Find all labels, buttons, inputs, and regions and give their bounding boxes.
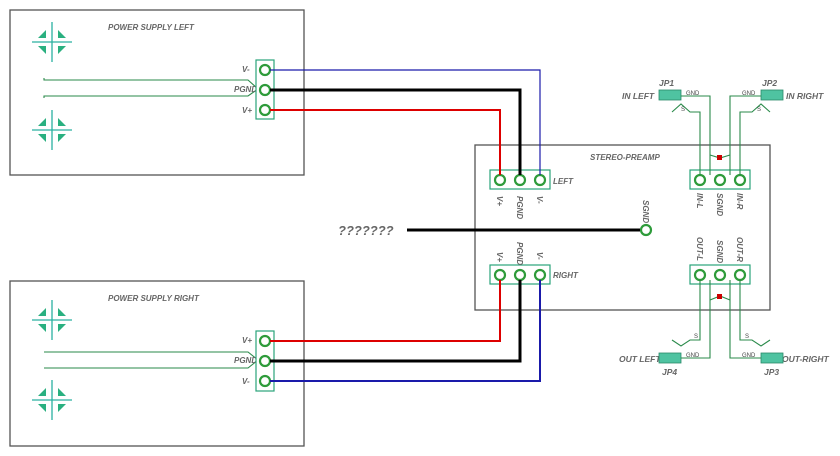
jp1-gnd-label: GND: [686, 91, 700, 97]
input-pin-label: IN-R: [735, 193, 744, 210]
psu-right-module: POWER SUPPLY RIGHT V+ PGND V-: [9, 280, 305, 447]
terminal-pad[interactable]: [513, 173, 527, 187]
psu-left-module: POWER SUPPLY LEFT V- PGND V+: [9, 9, 305, 176]
psu-right-pin-label: V+: [242, 336, 252, 345]
terminal-pad[interactable]: [258, 354, 272, 368]
jp4-gnd-label: GND: [686, 353, 700, 359]
psu-left-pin-label: PGND: [234, 85, 257, 94]
jack-icon[interactable]: [760, 352, 784, 364]
terminal-pad[interactable]: [733, 268, 747, 282]
preamp-left-pin-label: PGND: [515, 196, 524, 219]
bridge-rectifier-icon: [32, 380, 72, 420]
jp2-s-label: S: [757, 107, 761, 113]
ground-junction: [717, 155, 722, 160]
ground-junction: [717, 294, 722, 299]
preamp-right-label: RIGHT: [553, 271, 579, 280]
terminal-pad[interactable]: [733, 173, 747, 187]
terminal-pad[interactable]: [713, 268, 727, 282]
jumper-jp3: OUT-RIGHT JP3 GND S: [729, 280, 830, 377]
psu-right-title: POWER SUPPLY RIGHT: [108, 294, 200, 303]
terminal-pad[interactable]: [258, 83, 272, 97]
jp4-name: JP4: [662, 367, 677, 377]
terminal-pad[interactable]: [693, 173, 707, 187]
wire-ground: [270, 88, 522, 175]
jp1-s-label: S: [681, 107, 685, 113]
terminal-pad[interactable]: [493, 173, 507, 187]
wire-negative: [270, 280, 541, 382]
terminal-pad[interactable]: [693, 268, 707, 282]
wire-negative: [270, 69, 541, 175]
jp4-s-label: S: [694, 334, 698, 340]
jp3-name: JP3: [764, 367, 779, 377]
terminal-pad[interactable]: [513, 268, 527, 282]
preamp-left-pin-label: V-: [535, 196, 544, 204]
jp2-name: JP2: [762, 78, 777, 88]
jp2-label: IN RIGHT: [786, 91, 824, 101]
wire-positive: [270, 109, 501, 175]
jp3-gnd-label: GND: [742, 353, 756, 359]
sgnd-pad[interactable]: [639, 223, 653, 237]
jack-icon[interactable]: [658, 89, 682, 101]
preamp-right-pin-label: V-: [535, 252, 544, 260]
unknown-label: ???????: [338, 223, 394, 238]
jp4-label: OUT LEFT: [619, 354, 661, 364]
terminal-pad[interactable]: [258, 334, 272, 348]
psu-right-pin-label: V-: [242, 377, 250, 386]
jp3-s-label: S: [745, 334, 749, 340]
jack-icon[interactable]: [760, 89, 784, 101]
terminal-pad[interactable]: [493, 268, 507, 282]
output-pin-label: SGND: [715, 240, 724, 263]
terminal-pad[interactable]: [258, 374, 272, 388]
output-pin-label: OUT-R: [735, 237, 744, 262]
jp1-name: JP1: [659, 78, 674, 88]
preamp-left-label: LEFT: [553, 177, 574, 186]
terminal-pad[interactable]: [258, 63, 272, 77]
input-pin-label: IN-L: [695, 193, 704, 209]
psu-left-pin-label: V+: [242, 106, 252, 115]
terminal-pad[interactable]: [533, 173, 547, 187]
terminal-pad[interactable]: [258, 103, 272, 117]
output-pin-label: OUT-L: [695, 237, 704, 261]
jp3-label: OUT-RIGHT: [782, 354, 830, 364]
jumper-jp1: JP1 IN LEFT GND S: [622, 78, 711, 175]
preamp-left-pin-label: V+: [495, 196, 504, 206]
jp1-label: IN LEFT: [622, 91, 655, 101]
bridge-rectifier-icon: [32, 300, 72, 340]
jumper-jp4: OUT LEFT JP4 GND S: [619, 280, 711, 377]
terminal-pad[interactable]: [713, 173, 727, 187]
wire-ground: [270, 280, 522, 363]
preamp-title: STEREO-PREAMP: [590, 153, 660, 162]
bridge-rectifier-icon: [32, 110, 72, 150]
bridge-rectifier-icon: [32, 22, 72, 62]
preamp-module: STEREO-PREAMP LEFT V+ PGND V- RIGHT V+ P…: [474, 144, 771, 311]
input-pin-label: SGND: [715, 193, 724, 216]
jack-icon[interactable]: [658, 352, 682, 364]
jumper-jp2: JP2 IN RIGHT GND S: [729, 78, 824, 175]
jp2-gnd-label: GND: [742, 91, 756, 97]
preamp-right-pin-label: V+: [495, 252, 504, 262]
wire-positive: [270, 280, 501, 342]
terminal-pad[interactable]: [533, 268, 547, 282]
psu-left-pin-label: V-: [242, 65, 250, 74]
preamp-right-pin-label: PGND: [515, 242, 524, 265]
psu-right-pin-label: PGND: [234, 356, 257, 365]
sgnd-label: SGND: [641, 200, 650, 223]
psu-left-title: POWER SUPPLY LEFT: [108, 23, 195, 32]
